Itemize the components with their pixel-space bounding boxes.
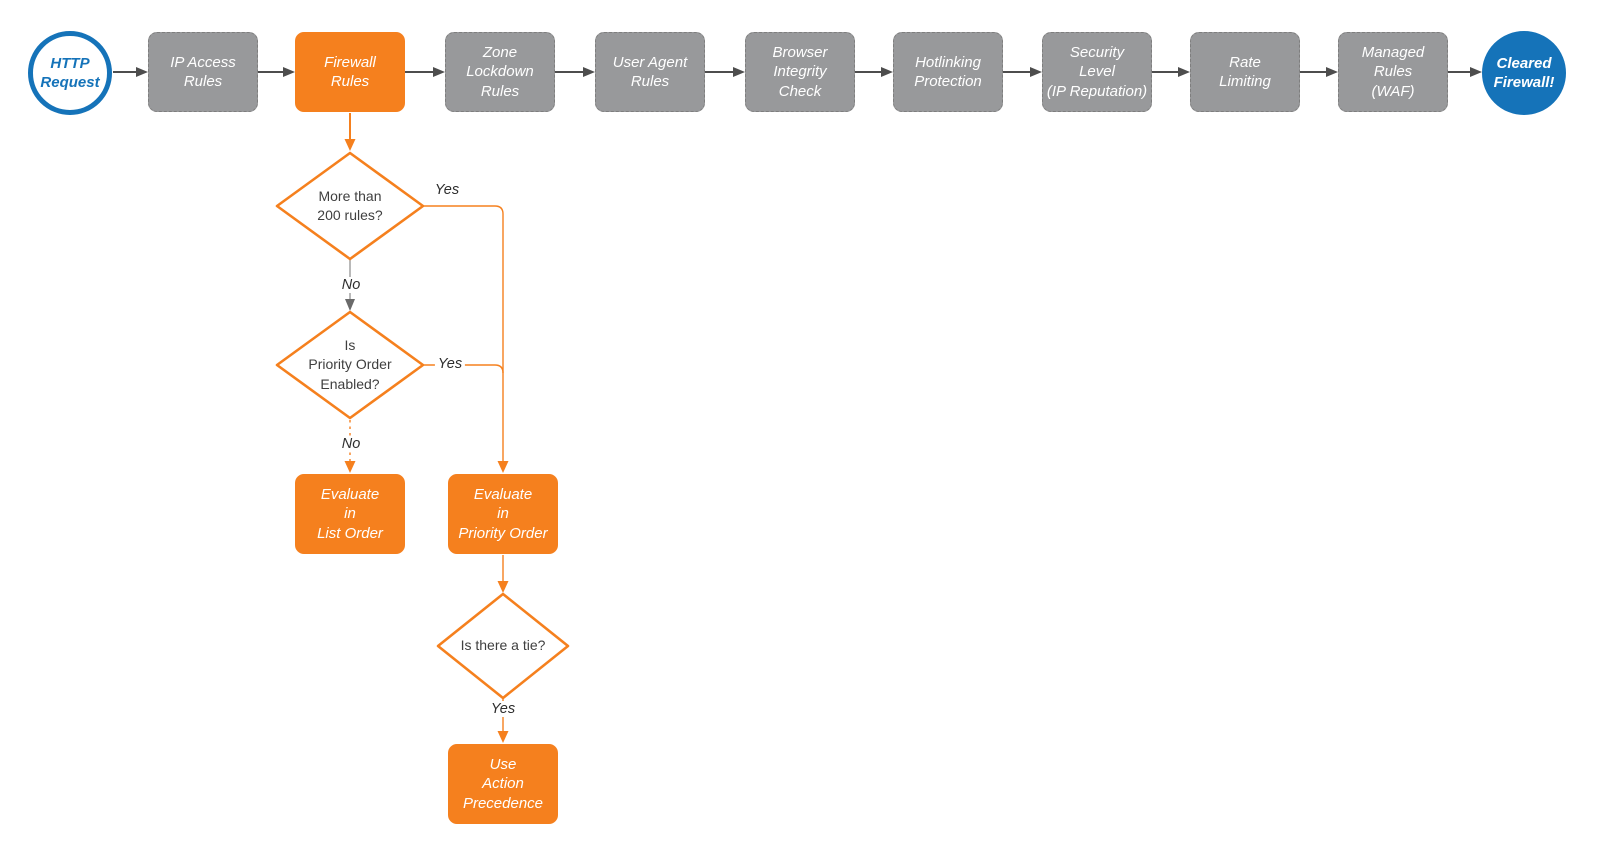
arrow-decision2-yes-join bbox=[423, 364, 504, 374]
edge-label-decision2-yes: Yes bbox=[434, 356, 466, 372]
decision-diamond-is-there-a-tie bbox=[436, 592, 570, 700]
edge-label-decision2-no: No bbox=[338, 436, 364, 452]
edge-label-decision1-no: No bbox=[338, 277, 364, 293]
decision-label-is-there-a-tie: Is there a tie? bbox=[460, 637, 546, 654]
decision-diamond-more-than-200-rules bbox=[275, 151, 425, 261]
edge-label-decision3-yes: Yes bbox=[487, 701, 519, 717]
edge-label-decision1-yes: Yes bbox=[431, 182, 463, 198]
arrow-decision1-yes-to-priority-order bbox=[423, 205, 509, 473]
decision-diamond-is-priority-order-enabled bbox=[275, 310, 425, 420]
